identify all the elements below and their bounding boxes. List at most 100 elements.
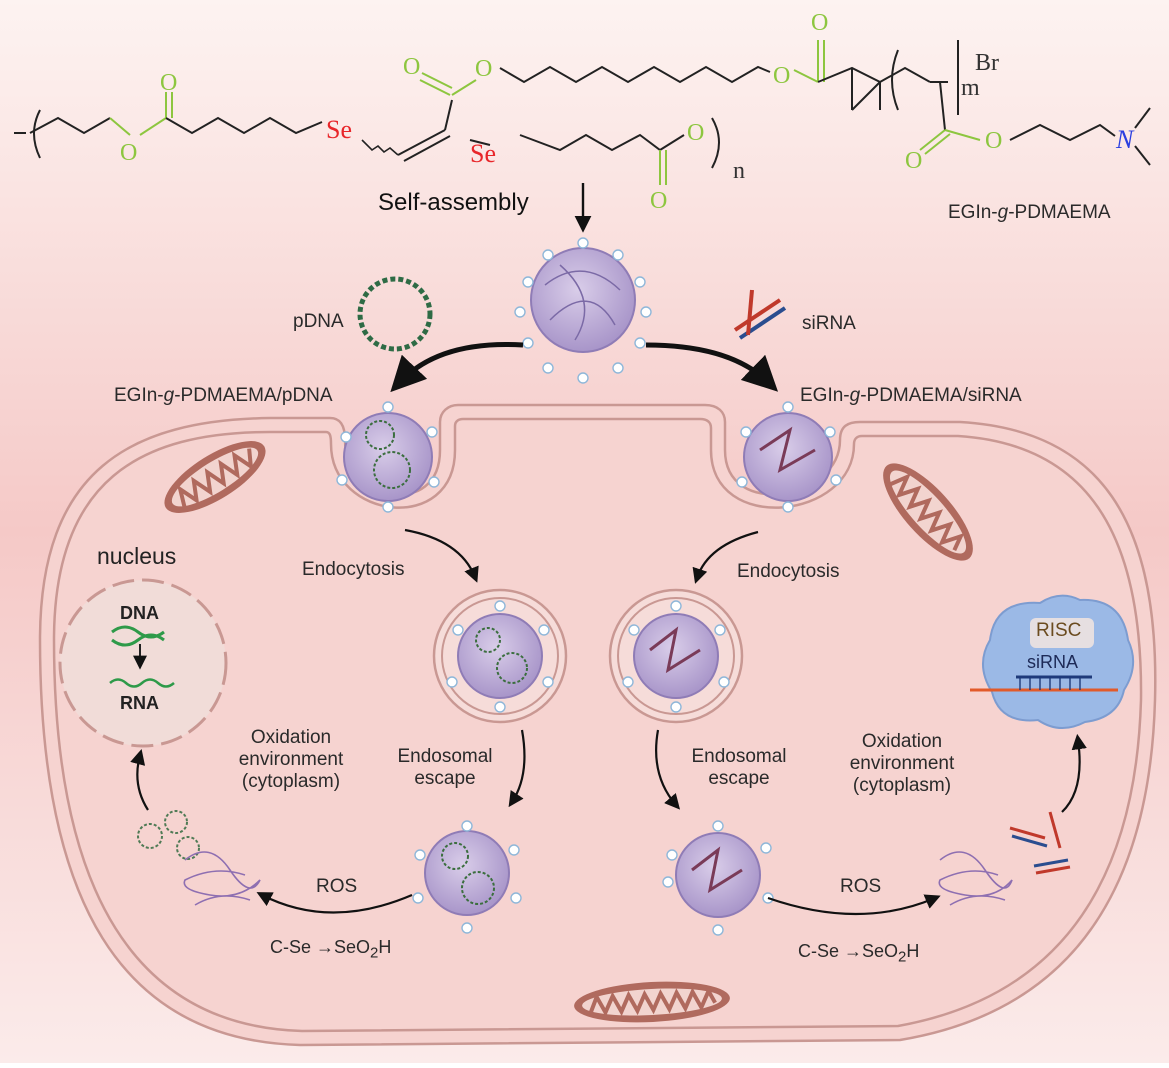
bromine: Br — [975, 50, 999, 76]
arrow-to-sirna-complex — [645, 342, 779, 392]
endocytosis-arrow-left — [404, 528, 479, 583]
ester-o8: O — [811, 10, 828, 36]
ester-o6: O — [650, 188, 667, 214]
pdna-label: pDNA — [293, 311, 344, 332]
oxidation-right-line3: (cytoplasm) — [852, 774, 952, 796]
up-bond — [444, 99, 453, 131]
pdna-complex-suffix: -PDMAEMA/pDNA — [174, 385, 333, 406]
thin-arrows — [130, 528, 1087, 916]
bond-o4 — [793, 69, 819, 83]
polymer-name-prefix: EGIn- — [948, 202, 998, 223]
oxidation-right-line2: environment — [849, 752, 955, 774]
risc-complex — [970, 594, 1135, 729]
chemical-structure — [14, 40, 1151, 185]
nucleus-label: nucleus — [97, 543, 177, 569]
carbonyl-3 — [817, 40, 825, 82]
arrow-to-pdna-complex — [390, 341, 524, 393]
nanoparticle-escaped-left — [424, 830, 510, 916]
mitochondrion-top-left — [164, 441, 266, 513]
oxidation-right-line1: Oxidation — [861, 731, 943, 752]
chem-labels: O O Se O O Se O O n O O Br m O O N — [120, 10, 1135, 214]
nucleus — [58, 578, 228, 748]
arrow-to-risc — [1061, 733, 1087, 813]
reaction-left-pre: C-Se →SeO — [270, 937, 371, 957]
rna-strand-icon — [109, 678, 175, 688]
ethyl-chain — [1009, 123, 1116, 142]
nanoparticle-sirna-complex — [743, 412, 833, 502]
released-pdna — [137, 810, 200, 860]
escape-right-line2: escape — [708, 767, 770, 789]
sirna-duplex-icon — [733, 289, 787, 340]
endocytosis-arrow-right — [692, 530, 759, 584]
reaction-right-post: H — [906, 941, 920, 961]
oxidation-label-left: Oxidation environment (cytoplasm) — [226, 727, 356, 793]
selenium-1: Se — [326, 115, 352, 144]
bond-o3 — [451, 79, 477, 96]
sirna-label: siRNA — [802, 313, 856, 334]
ros-label-left: ROS — [316, 876, 358, 897]
ros-label-right: ROS — [840, 876, 882, 897]
endosome-right — [608, 588, 744, 724]
backbone-1 — [879, 66, 931, 83]
chain-1 — [29, 116, 111, 135]
oxidation-label-right: Oxidation environment (cytoplasm) — [836, 731, 968, 797]
oxidation-left-line3: (cytoplasm) — [241, 770, 341, 792]
ester-o4: O — [475, 56, 492, 82]
chain-2 — [165, 116, 323, 135]
quaternary-c — [817, 66, 881, 111]
endosome-left — [432, 588, 568, 724]
pdna-complex-prefix: EGIn- — [114, 385, 164, 406]
self-assembly-label: Self-assembly — [378, 189, 529, 216]
sirna-complex-label: EGIn-g-PDMAEMA/siRNA — [800, 385, 1022, 407]
rna-label: RNA — [120, 693, 159, 713]
polymer-name-g: g — [997, 202, 1009, 223]
risc-label: RISC — [1036, 620, 1082, 641]
selenium-2: Se — [470, 139, 496, 168]
ester-o5: O — [687, 120, 704, 146]
cell-membrane-outer — [38, 403, 1157, 1047]
reaction-right-pre: C-Se →SeO — [798, 941, 899, 961]
risc-sirna-label: siRNA — [1027, 652, 1079, 672]
process-arrows — [390, 341, 779, 393]
carbonyl-5 — [659, 150, 667, 185]
left-bracket — [33, 109, 41, 159]
ester-o3: O — [403, 54, 420, 80]
sirna-complex-g: g — [849, 385, 861, 406]
degraded-polymer-left — [183, 851, 261, 906]
dna-label: DNA — [120, 603, 159, 623]
subscript-m: m — [961, 75, 980, 101]
escape-arrow-left — [508, 729, 526, 808]
endocytosis-label-left: Endocytosis — [302, 559, 405, 580]
reaction-left-sub: 2 — [370, 944, 379, 962]
endosomal-escape-label-right: Endosomal escape — [683, 746, 795, 790]
pdna-ring-icon — [357, 276, 433, 352]
reaction-right-sub: 2 — [898, 948, 907, 966]
ester-o9: O — [905, 148, 922, 174]
dimethyl — [1134, 107, 1151, 166]
carbonyl-1 — [165, 92, 173, 118]
risc-label-box — [1030, 618, 1094, 648]
n-bracket-right — [711, 117, 720, 169]
pdna-complex-g: g — [163, 385, 175, 406]
hexyl-chain — [499, 65, 771, 84]
wavy-bond — [361, 139, 399, 156]
ros-arrow-right — [767, 894, 941, 916]
m-bracket-left — [891, 49, 899, 111]
oxidation-left-line2: environment — [238, 748, 344, 770]
carbonyl-2 — [419, 72, 453, 96]
subscript-n: n — [733, 158, 745, 184]
reaction-label-left: C-Se →SeO2H — [270, 937, 391, 962]
reaction-label-right: C-Se →SeO2H — [798, 941, 919, 966]
reaction-left-post: H — [378, 937, 392, 957]
ros-arrow-left — [256, 892, 413, 914]
nitrogen: N — [1115, 125, 1135, 154]
bond-ester-o1 — [109, 117, 131, 136]
sirna-complex-prefix: EGIn- — [800, 385, 850, 406]
endocytosis-label-right: Endocytosis — [737, 561, 840, 582]
polymer-name: EGIn-g-PDMAEMA — [948, 202, 1111, 224]
dna-helix-icon — [111, 625, 165, 647]
escape-left-line1: Endosomal — [397, 746, 493, 767]
carbonyl-4 — [919, 129, 951, 155]
mitochondrion-bottom — [574, 981, 730, 1023]
